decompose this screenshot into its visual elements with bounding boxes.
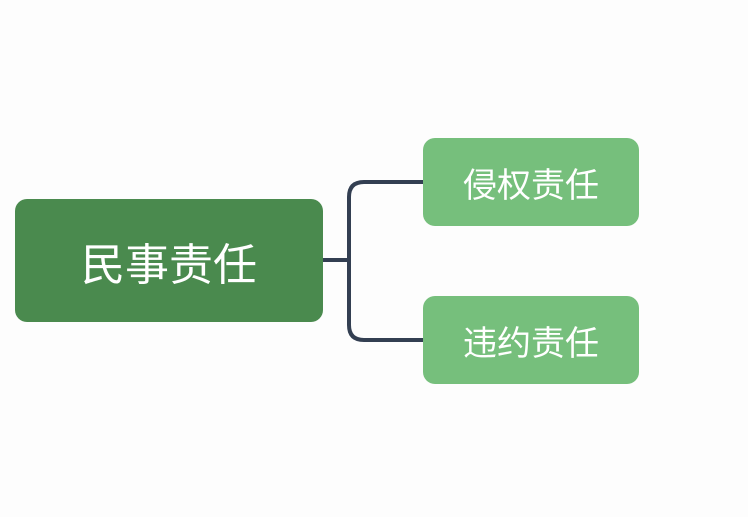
root-label: 民事责任	[81, 239, 257, 291]
child-node-contract[interactable]: 违约责任	[423, 296, 639, 384]
child-label: 违约责任	[463, 323, 599, 364]
root-node[interactable]: 民事责任	[15, 199, 323, 322]
connector-path	[323, 180, 423, 342]
child-label: 侵权责任	[463, 165, 599, 206]
child-node-tort[interactable]: 侵权责任	[423, 138, 639, 226]
